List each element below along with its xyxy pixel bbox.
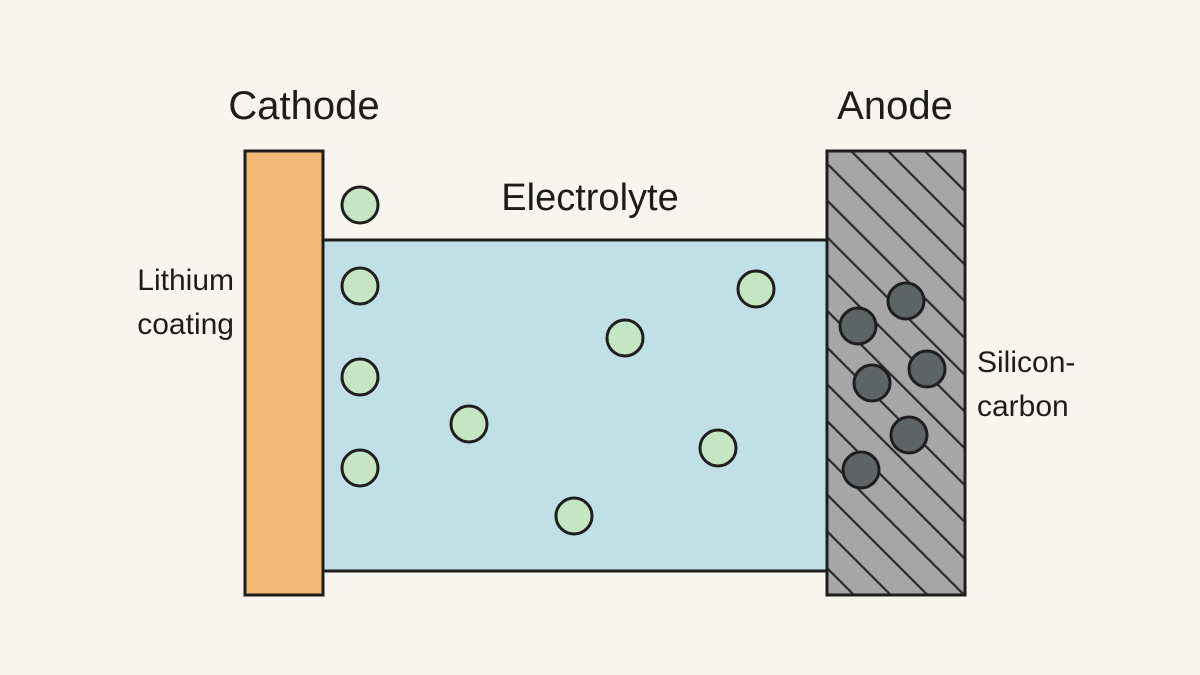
lithium-ion-icon [449, 404, 489, 444]
anode-material-label-line1: Silicon- [977, 346, 1075, 379]
cathode-plate [243, 149, 325, 597]
cathode-coating-label-line2: coating [137, 308, 234, 341]
lithium-ion-icon [340, 357, 380, 397]
lithium-ions [340, 185, 776, 536]
lithium-ion-icon [340, 185, 380, 225]
lithium-ion-icon [340, 266, 380, 306]
cathode-coating-label-line1: Lithium [137, 264, 234, 297]
cathode-label: Cathode [228, 84, 379, 128]
lithium-ion-icon [340, 448, 380, 488]
anode-material-label-line2: carbon [977, 390, 1069, 423]
anode-particle-icon [838, 306, 878, 346]
anode-particle-icon [907, 349, 947, 389]
anode-particle-icon [886, 281, 926, 321]
electrolyte-label: Electrolyte [501, 177, 678, 219]
anode-particles [838, 281, 947, 490]
lithium-ion-icon [554, 496, 594, 536]
lithium-ion-icon [698, 428, 738, 468]
lithium-ion-icon [736, 269, 776, 309]
lithium-ion-icon [605, 318, 645, 358]
anode-particle-icon [852, 363, 892, 403]
anode-particle-icon [889, 415, 929, 455]
anode-label: Anode [837, 84, 953, 128]
anode-particle-icon [841, 450, 881, 490]
